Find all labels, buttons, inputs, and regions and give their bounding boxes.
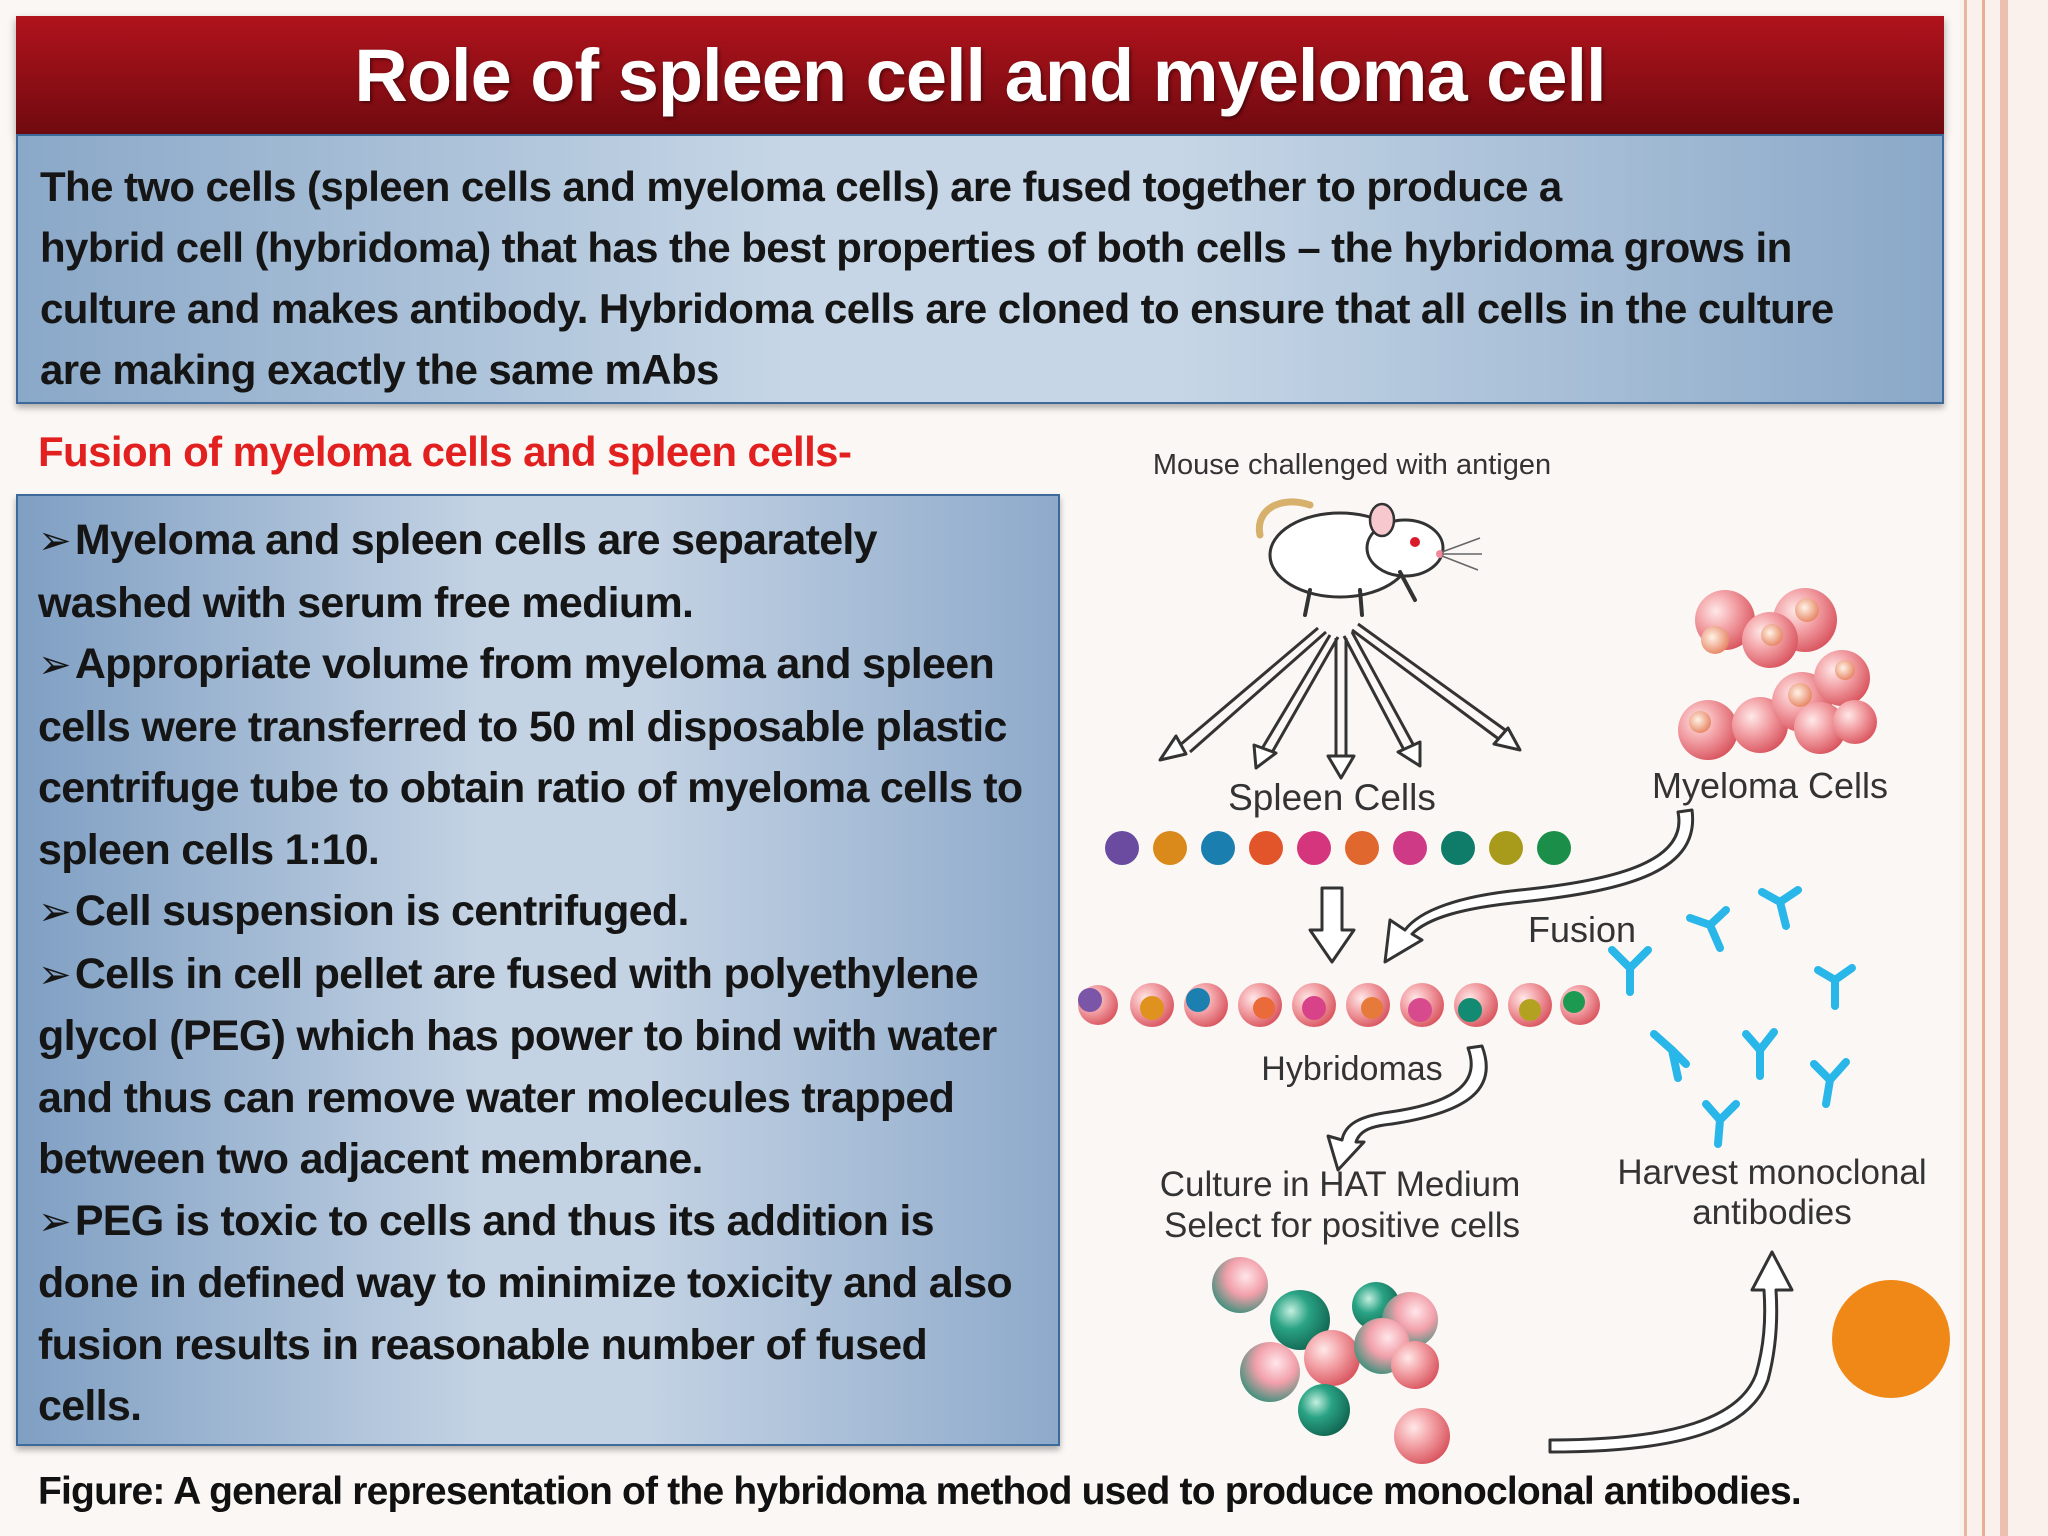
fusion-arrows — [1308, 808, 1695, 964]
step-item: ➢Appropriate volume from myeloma and spl… — [38, 634, 1040, 881]
fusion-heading: Fusion of myeloma cells and spleen cells… — [38, 428, 852, 475]
step-line: Cells in cell pellet are fused with poly… — [74, 949, 979, 998]
figure-caption: Figure: A general representation of the … — [38, 1470, 1802, 1513]
spleen-cells-label: Spleen Cells — [1228, 777, 1436, 818]
intro-line: culture and makes antibody. Hybridoma ce… — [40, 285, 1834, 332]
step-item: ➢Myeloma and spleen cells are separately… — [38, 510, 1040, 634]
intro-line: hybrid cell (hybridoma) that has the bes… — [40, 224, 1792, 271]
step-line: Myeloma and spleen cells are separately — [74, 516, 878, 564]
arrow-bullet-icon: ➢ — [38, 952, 72, 997]
hybridoma-cell-row — [1078, 983, 1600, 1027]
culture-label-line2: Select for positive cells — [1164, 1206, 1520, 1245]
step-line: fusion results in reasonable number of f… — [38, 1320, 928, 1369]
step-line: and thus can remove water molecules trap… — [38, 1073, 955, 1122]
step-line: glycol (PEG) which has power to bind wit… — [38, 1012, 997, 1060]
step-line: cells. — [38, 1382, 142, 1430]
mouse-label: Mouse challenged with antigen — [1153, 449, 1551, 481]
slide-title: Role of spleen cell and myeloma cell — [354, 33, 1606, 117]
hybridomas-label: Hybridomas — [1261, 1050, 1442, 1088]
arrow-bullet-icon: ➢ — [38, 890, 72, 934]
arrow-bullet-icon: ➢ — [38, 1199, 72, 1244]
mouse-icon — [1255, 498, 1482, 617]
fusion-label: Fusion — [1528, 909, 1636, 950]
step-line: done in defined way to minimize toxicity… — [38, 1259, 1013, 1307]
step-item: ➢Cells in cell pellet are fused with pol… — [38, 944, 1040, 1191]
step-line: cells were transferred to 50 ml disposab… — [38, 702, 1007, 751]
myeloma-cells-label: Myeloma Cells — [1652, 765, 1888, 806]
spleen-cell-row — [1105, 831, 1571, 865]
culture-arrow — [1326, 1044, 1488, 1172]
step-line: PEG is toxic to cells and thus its addit… — [74, 1196, 935, 1245]
myeloma-cell-cluster — [1678, 588, 1877, 760]
antibody-group — [1608, 886, 1856, 1148]
spleen-arrows — [1158, 622, 1522, 780]
step-item: ➢PEG is toxic to cells and thus its addi… — [38, 1191, 1040, 1438]
intro-box: The two cells (spleen cells and myeloma … — [16, 134, 1944, 404]
harvest-label-line2: antibodies — [1692, 1193, 1852, 1232]
intro-line: The two cells (spleen cells and myeloma … — [40, 163, 1562, 210]
harvest-label-line1: Harvest monoclonal — [1617, 1153, 1926, 1192]
step-item: ➢Cell suspension is centrifuged. — [38, 881, 1040, 944]
step-line: centrifuge tube to obtain ratio of myelo… — [38, 764, 1023, 812]
decorative-orange-circle — [1832, 1280, 1950, 1398]
arrow-bullet-icon: ➢ — [38, 519, 72, 563]
harvest-arrow — [1548, 1250, 1794, 1454]
arrow-bullet-icon: ➢ — [38, 643, 72, 687]
culture-label-line1: Culture in HAT Medium — [1160, 1165, 1521, 1204]
step-line: washed with serum free medium. — [38, 578, 694, 627]
title-bar: Role of spleen cell and myeloma cell — [16, 16, 1944, 134]
steps-box: ➢Myeloma and spleen cells are separately… — [16, 494, 1060, 1446]
hybridoma-diagram: Mouse challenged with antigen — [1078, 449, 1927, 1464]
step-line: Cell suspension is centrifuged. — [74, 887, 690, 935]
selected-cell-cluster — [1212, 1257, 1450, 1464]
step-line: Appropriate volume from myeloma and sple… — [74, 640, 995, 688]
step-line: between two adjacent membrane. — [38, 1135, 703, 1183]
step-line: spleen cells 1:10. — [38, 825, 380, 874]
intro-line: are making exactly the same mAbs — [40, 346, 719, 393]
slide-border-decoration — [1960, 0, 2048, 1536]
